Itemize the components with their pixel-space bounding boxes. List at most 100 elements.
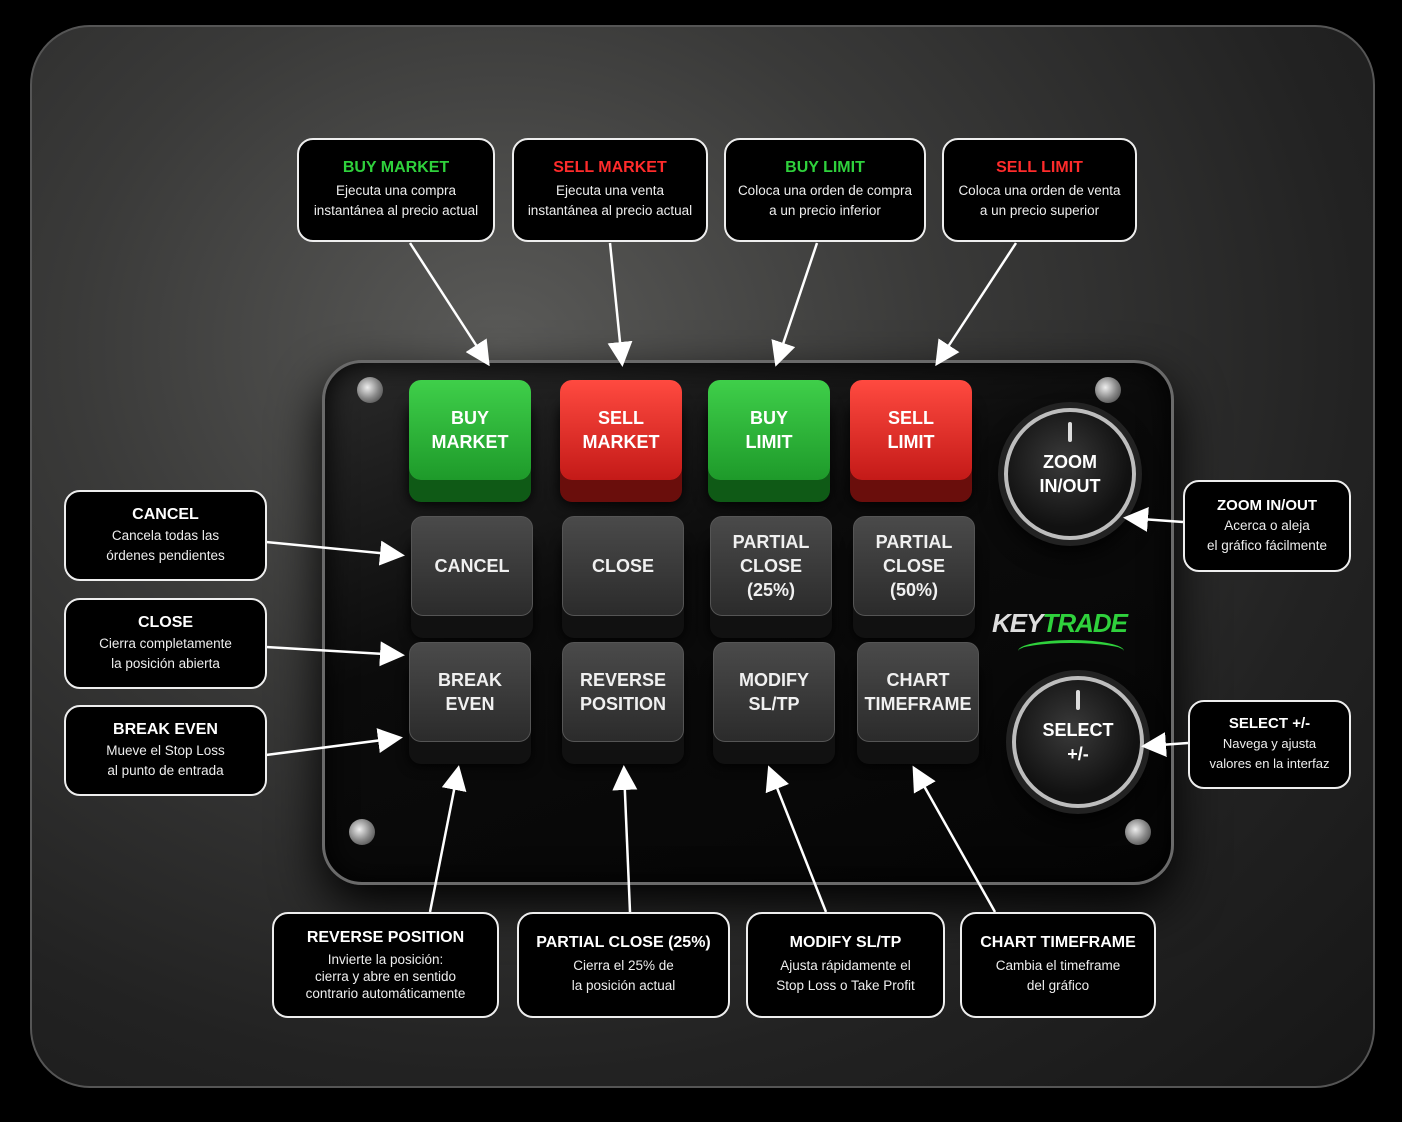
callout-text: cierra y abre en sentido bbox=[314, 968, 457, 984]
key-label: MARKET bbox=[582, 432, 660, 452]
arrow bbox=[265, 728, 403, 757]
knob-select[interactable]: SELECT +/- bbox=[1012, 676, 1144, 808]
knob-label: +/- bbox=[1067, 744, 1089, 764]
arrow bbox=[265, 641, 405, 667]
key-label: LIMIT bbox=[745, 432, 793, 452]
key-cancel[interactable]: CANCEL bbox=[411, 516, 533, 616]
knob-label: ZOOM bbox=[1043, 452, 1097, 472]
key-label: CLOSE bbox=[739, 556, 802, 576]
callout-text: Ejecuta una venta bbox=[555, 183, 665, 198]
callout-title: REVERSE POSITION bbox=[306, 928, 465, 946]
key-label: LIMIT bbox=[887, 432, 935, 452]
callout-title: ZOOM IN/OUT bbox=[1217, 496, 1317, 514]
callout-text: órdenes pendientes bbox=[106, 547, 225, 563]
callout-title: SELECT +/- bbox=[1228, 715, 1311, 732]
callout-text: al punto de entrada bbox=[107, 762, 224, 778]
callout-chart-timeframe: CHART TIMEFRAME Cambia el timeframe del gr… bbox=[960, 912, 1156, 1018]
callout-cancel: CANCEL Cancela todas las órdenes pendiente… bbox=[64, 490, 267, 581]
knob-label: SELECT bbox=[1042, 720, 1114, 740]
brand-logo: KEYTRADE bbox=[992, 608, 1128, 639]
callout-title: CHART TIMEFRAME bbox=[980, 934, 1136, 951]
callout-title: BUY MARKET bbox=[342, 159, 450, 176]
callout-title: BUY LIMIT bbox=[785, 159, 865, 176]
key-label: BREAK bbox=[437, 670, 502, 690]
callout-title: SELL LIMIT bbox=[996, 159, 1083, 176]
callout-text: Ajusta rápidamente el bbox=[780, 958, 911, 973]
callout-sell-market: SELL MARKET Ejecuta una venta instantánea … bbox=[512, 138, 708, 242]
callout-text: la posición abierta bbox=[111, 655, 220, 671]
callout-title: CLOSE bbox=[137, 613, 194, 631]
key-break-even[interactable]: BREAK EVEN bbox=[409, 642, 531, 742]
key-label: MARKET bbox=[431, 432, 509, 452]
key-partial-close-50[interactable]: PARTIAL CLOSE (50%) bbox=[853, 516, 975, 616]
callout-buy-market: BUY MARKET Ejecuta una compra instantánea … bbox=[297, 138, 495, 242]
key-label: CANCEL bbox=[434, 556, 510, 576]
callout-text: instantánea al precio actual bbox=[313, 203, 479, 218]
arrow bbox=[612, 765, 638, 913]
key-label: CLOSE bbox=[882, 556, 945, 576]
knob-indicator bbox=[1076, 690, 1080, 710]
callout-text: Cierra el 25% de bbox=[573, 958, 674, 973]
key-label: BUY bbox=[749, 408, 788, 428]
callout-text: a un precio inferior bbox=[769, 203, 881, 218]
arrow bbox=[408, 242, 490, 367]
callout-text: Navega y ajusta bbox=[1222, 736, 1317, 751]
callout-sell-limit: SELL LIMIT Coloca una orden de venta a un … bbox=[942, 138, 1137, 242]
knob-zoom[interactable]: ZOOM IN/OUT bbox=[1004, 408, 1136, 540]
callout-text: Cierra completamente bbox=[99, 635, 232, 651]
key-buy-limit[interactable]: BUY LIMIT bbox=[708, 380, 830, 480]
key-close[interactable]: CLOSE bbox=[562, 516, 684, 616]
logo-part: KEY bbox=[992, 608, 1043, 638]
key-label: CLOSE bbox=[591, 556, 654, 576]
callout-title: CANCEL bbox=[132, 505, 199, 523]
callout-text: el gráfico fácilmente bbox=[1206, 537, 1328, 553]
callout-title: SELL MARKET bbox=[553, 159, 667, 176]
callout-text: a un precio superior bbox=[979, 203, 1100, 218]
screw-icon bbox=[1095, 377, 1121, 403]
callout-text: instantánea al precio actual bbox=[527, 203, 693, 218]
callout-text: Mueve el Stop Loss bbox=[106, 742, 225, 758]
key-chart-timeframe[interactable]: CHART TIMEFRAME bbox=[857, 642, 979, 742]
callout-text: la posición actual bbox=[571, 978, 676, 993]
callout-modify-sltp: MODIFY SL/TP Ajusta rápidamente el Stop Lo… bbox=[746, 912, 945, 1018]
arrow bbox=[765, 765, 828, 913]
callout-title: MODIFY SL/TP bbox=[789, 934, 902, 951]
callout-close: CLOSE Cierra completamente la posición abi… bbox=[64, 598, 267, 689]
callout-text: contrario automáticamente bbox=[305, 985, 466, 1001]
screw-icon bbox=[349, 819, 375, 845]
callout-text: Coloca una orden de venta bbox=[958, 183, 1121, 198]
key-label: (50%) bbox=[889, 580, 938, 600]
callout-text: Cambia el timeframe bbox=[995, 958, 1121, 973]
callout-text: del gráfico bbox=[1026, 978, 1090, 993]
key-label: TIMEFRAME bbox=[864, 694, 972, 714]
arrow bbox=[771, 242, 819, 367]
arrow bbox=[428, 765, 467, 913]
arrow bbox=[1141, 732, 1189, 758]
key-label: (25%) bbox=[746, 580, 795, 600]
callout-text: Ejecuta una compra bbox=[335, 183, 457, 198]
callout-text: Cancela todas las bbox=[111, 527, 220, 543]
screw-icon bbox=[357, 377, 383, 403]
key-label: EVEN bbox=[445, 694, 495, 714]
knob-label: IN/OUT bbox=[1039, 476, 1101, 496]
key-label: SL/TP bbox=[748, 694, 800, 714]
callout-zoom: ZOOM IN/OUT Acerca o aleja el gráfico fáci… bbox=[1183, 480, 1351, 572]
callout-text: Stop Loss o Take Profit bbox=[776, 978, 915, 993]
arrow bbox=[607, 242, 633, 367]
arrow bbox=[265, 540, 405, 566]
logo-swoosh bbox=[1018, 640, 1124, 662]
key-label: POSITION bbox=[579, 694, 666, 714]
callout-text: Coloca una orden de compra bbox=[737, 183, 913, 198]
arrow bbox=[935, 242, 1018, 367]
key-label: PARTIAL bbox=[875, 532, 953, 552]
callout-text: Acerca o aleja bbox=[1224, 517, 1310, 533]
key-label: CHART bbox=[886, 670, 950, 690]
